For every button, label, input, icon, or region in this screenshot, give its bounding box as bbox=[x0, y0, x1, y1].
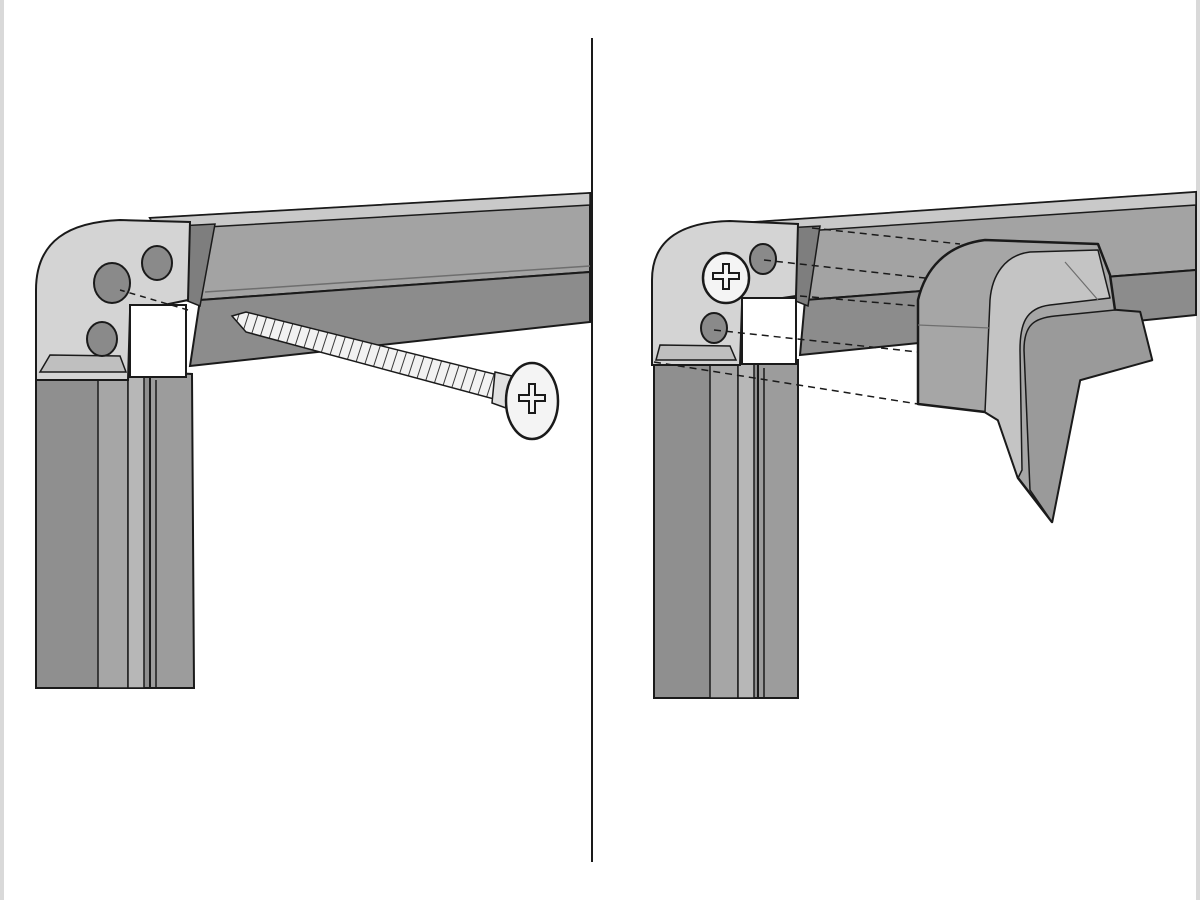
corner-cover-icon bbox=[916, 238, 1154, 524]
vertical-post-2 bbox=[653, 358, 799, 699]
vertical-post-1 bbox=[35, 370, 196, 689]
panel-2 bbox=[651, 190, 1197, 699]
corner-bracket-2 bbox=[651, 219, 800, 366]
alignment-guides bbox=[653, 227, 961, 405]
phillips-screw-icon bbox=[518, 383, 546, 414]
left-border bbox=[0, 0, 4, 900]
right-border bbox=[1196, 0, 1200, 900]
installed-screw-head bbox=[701, 251, 751, 305]
horizontal-rail-1 bbox=[148, 191, 591, 368]
screw bbox=[119, 289, 560, 441]
panel-1 bbox=[35, 191, 591, 689]
phillips-screw-icon bbox=[712, 263, 740, 290]
bracket-holes-1 bbox=[86, 245, 173, 357]
bracket-holes-2 bbox=[700, 243, 777, 344]
corner-bracket-1 bbox=[35, 218, 192, 381]
